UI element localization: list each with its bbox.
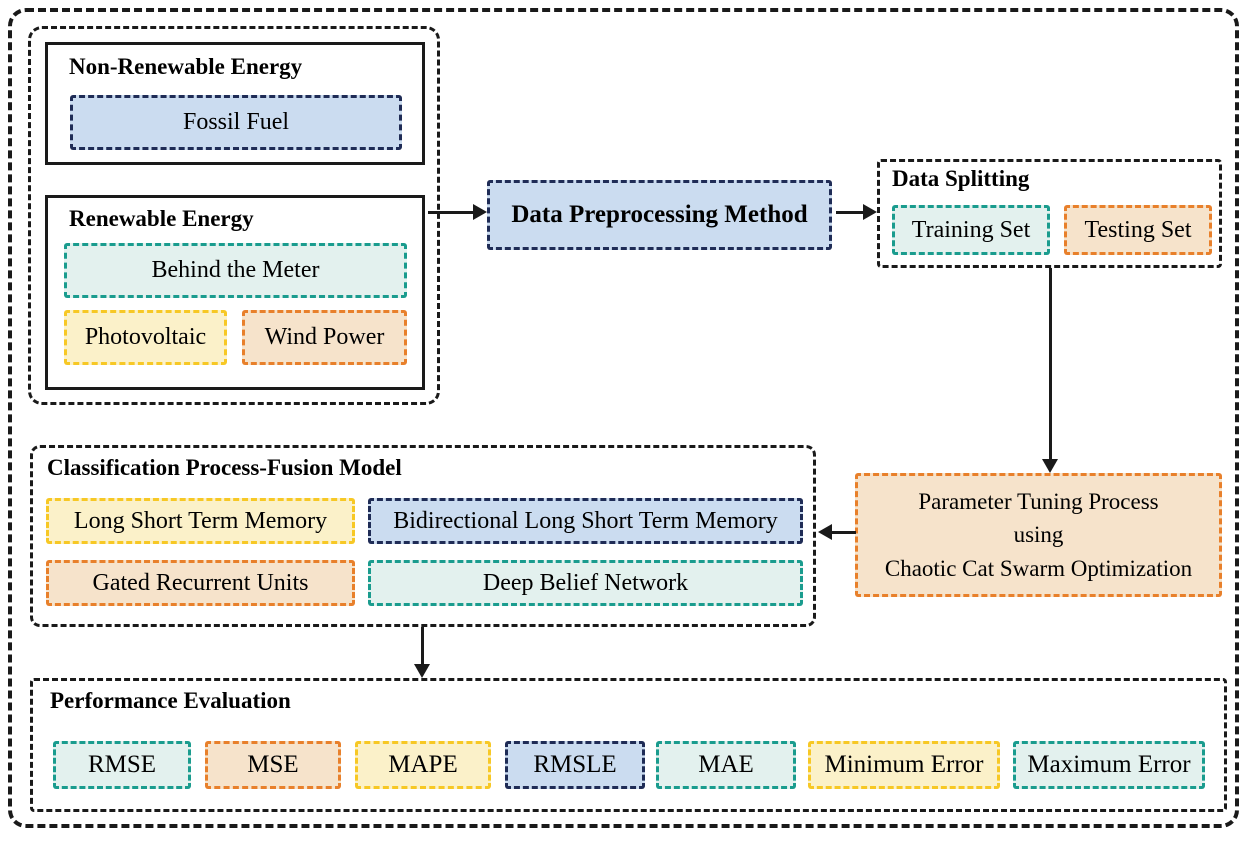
fossil-fuel-box: Fossil Fuel — [70, 95, 402, 150]
parameter-tuning-box: Parameter Tuning Process using Chaotic C… — [855, 473, 1222, 597]
wind-power-box: Wind Power — [242, 310, 407, 365]
dbn-label: Deep Belief Network — [482, 569, 689, 596]
photovoltaic-box: Photovoltaic — [64, 310, 227, 365]
bilstm-box: Bidirectional Long Short Term Memory — [368, 498, 803, 544]
classification-title: Classification Process-Fusion Model — [47, 455, 402, 480]
behind-the-meter-label: Behind the Meter — [151, 257, 320, 283]
metric-box-minimum-error: Minimum Error — [808, 741, 1000, 789]
mae-label: MAE — [698, 751, 754, 778]
minimum-error-label: Minimum Error — [824, 751, 984, 778]
renewable-title: Renewable Energy — [69, 206, 254, 231]
metric-box-maximum-error: Maximum Error — [1013, 741, 1205, 789]
fossil-fuel-label: Fossil Fuel — [182, 109, 290, 135]
parameter-tuning-line2: using — [1013, 522, 1064, 548]
behind-the-meter-box: Behind the Meter — [64, 243, 407, 298]
metric-box-mape: MAPE — [355, 741, 491, 789]
gru-box: Gated Recurrent Units — [46, 560, 355, 606]
parameter-tuning-line3: Chaotic Cat Swarm Optimization — [884, 555, 1193, 581]
training-set-label: Training Set — [911, 216, 1031, 243]
performance-title: Performance Evaluation — [50, 688, 291, 713]
metric-box-mae: MAE — [656, 741, 796, 789]
data-preprocessing-box: Data Preprocessing Method — [487, 180, 832, 250]
non-renewable-panel: Non-Renewable Energy Fossil Fuel — [45, 42, 425, 165]
data-splitting-panel: Data Splitting Training Set Testing Set — [877, 159, 1222, 268]
metric-box-rmsle: RMSLE — [505, 741, 645, 789]
parameter-tuning-text: Parameter Tuning Process using Chaotic C… — [858, 476, 1219, 594]
classification-panel: Classification Process-Fusion Model Long… — [30, 445, 816, 627]
bilstm-label: Bidirectional Long Short Term Memory — [393, 507, 778, 534]
parameter-tuning-line1: Parameter Tuning Process — [918, 488, 1159, 514]
dbn-box: Deep Belief Network — [368, 560, 803, 606]
maximum-error-label: Maximum Error — [1027, 751, 1191, 778]
lstm-label: Long Short Term Memory — [73, 507, 328, 534]
metric-box-rmse: RMSE — [53, 741, 191, 789]
metric-box-mse: MSE — [205, 741, 341, 789]
data-preprocessing-label: Data Preprocessing Method — [511, 201, 808, 228]
photovoltaic-label: Photovoltaic — [84, 324, 207, 350]
mape-label: MAPE — [388, 751, 458, 778]
gru-label: Gated Recurrent Units — [92, 569, 309, 596]
rmse-label: RMSE — [87, 751, 157, 778]
rmsle-label: RMSLE — [533, 751, 617, 778]
non-renewable-title: Non-Renewable Energy — [69, 54, 303, 79]
performance-panel: Performance Evaluation RMSE MSE MAPE RMS… — [30, 678, 1227, 812]
data-splitting-title: Data Splitting — [892, 166, 1030, 191]
renewable-panel: Renewable Energy Behind the Meter Photov… — [45, 195, 425, 390]
input-data-group: Non-Renewable Energy Fossil Fuel Renewab… — [28, 26, 440, 405]
outer-dashed-border — [8, 8, 1239, 828]
testing-set-box: Testing Set — [1064, 205, 1212, 255]
training-set-box: Training Set — [892, 205, 1050, 255]
testing-set-label: Testing Set — [1084, 216, 1192, 243]
mse-label: MSE — [247, 751, 299, 778]
wind-power-label: Wind Power — [264, 324, 385, 350]
lstm-box: Long Short Term Memory — [46, 498, 355, 544]
